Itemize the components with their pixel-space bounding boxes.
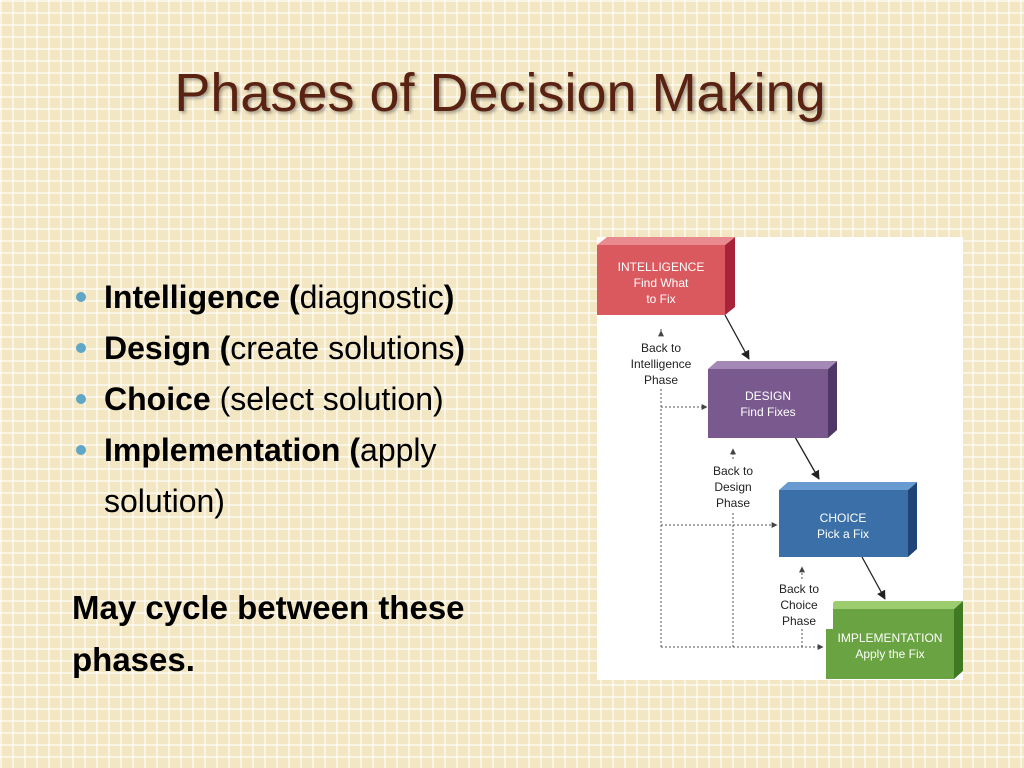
diagram-svg: INTELLIGENCE Find What to Fix DESIGN Fin… [597,237,963,679]
feedback-label-intelligence-3: Phase [644,373,678,387]
bullet-list: Intelligence (diagnostic) Design (create… [72,272,542,527]
phase-box-implementation: IMPLEMENTATION Apply the Fix [826,601,963,679]
arrow-design-to-choice [794,436,820,480]
decision-phases-diagram: INTELLIGENCE Find What to Fix DESIGN Fin… [597,237,963,680]
bullet-implementation: Implementation (apply solution) [72,425,542,527]
feedback-label-choice-3: Phase [782,614,816,628]
phase-name-implementation: IMPLEMENTATION [838,631,943,645]
cycle-note: May cycle between these phases. [72,589,465,678]
phase-desc-design: Find Fixes [740,405,795,419]
forward-arrows [724,314,886,600]
feedback-label-choice-2: Choice [780,598,818,612]
bullet-choice: Choice (select solution) [72,374,542,425]
bullet-intelligence: Intelligence (diagnostic) [72,272,542,323]
phase-desc-choice: Pick a Fix [817,527,869,541]
feedback-label-design-3: Phase [716,496,750,510]
feedback-label-intelligence-1: Back to [641,341,681,355]
arrow-intelligence-to-design [724,314,750,360]
phase-desc-intelligence-2: to Fix [646,292,675,306]
bullet-dot-icon [76,343,86,353]
feedback-label-choice-1: Back to [779,582,819,596]
feedback-label-intelligence-2: Intelligence [631,357,692,371]
feedback-labels: Back to Intelligence Phase Back to Desig… [625,337,833,629]
phase-desc-intelligence-1: Find What [634,276,689,290]
slide-title: Phases of Decision Making [174,63,826,123]
bullet-dot-icon [76,394,86,404]
feedback-label-design-2: Design [714,480,751,494]
phase-box-choice: CHOICE Pick a Fix [779,482,917,557]
phase-desc-implementation: Apply the Fix [855,647,924,661]
feedback-label-design-1: Back to [713,464,753,478]
phase-box-design: DESIGN Find Fixes [708,361,837,438]
phase-name-choice: CHOICE [820,511,867,525]
bullet-dot-icon [76,445,86,455]
arrow-choice-to-implementation [861,556,886,600]
phase-name-design: DESIGN [745,389,791,403]
phase-name-intelligence: INTELLIGENCE [618,260,705,274]
phase-box-intelligence: INTELLIGENCE Find What to Fix [597,237,735,315]
bullet-design: Design (create solutions) [72,323,542,374]
bullet-dot-icon [76,292,86,302]
